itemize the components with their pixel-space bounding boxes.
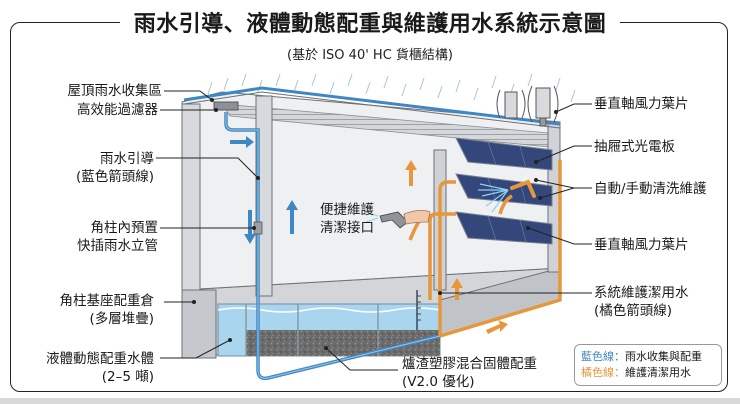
- label-text: (V2.0 優化): [402, 374, 475, 390]
- filter-box: [213, 101, 239, 111]
- label-roof-collection: 屋頂雨水收集區: [68, 82, 163, 100]
- label-filter: 高效能過濾器: [77, 101, 158, 119]
- legend-desc: 維護清潔用水: [625, 366, 691, 379]
- spray-gun-icon: [365, 210, 431, 229]
- orange-arrows: [405, 160, 508, 334]
- label-text: 角柱基座配重倉: [59, 293, 155, 309]
- bottom-strip: [0, 398, 740, 404]
- legend-desc: 雨水收集與配重: [625, 350, 702, 363]
- label-text: 快插雨水立管: [77, 238, 158, 254]
- page-title: 雨水引導、液體動態配重與維護用水系統示意圖: [119, 6, 621, 38]
- label-wind-turbine-mid: 垂直軸風力葉片: [594, 236, 689, 254]
- blue-arrows: [230, 136, 298, 244]
- label-text: (橘色箭頭線): [594, 303, 673, 319]
- label-slag-ballast: 爐渣塑膠混合固體配重 (V2.0 優化): [402, 355, 537, 391]
- legend-sep: ：: [614, 350, 625, 363]
- rain-streaks: [207, 73, 576, 103]
- label-text: 雨水引導: [100, 151, 154, 167]
- label-cleaning: 自動/手動清洗維護: [594, 180, 707, 198]
- label-text: (藍色箭頭線): [75, 169, 154, 185]
- legend-sep: ：: [614, 366, 625, 379]
- label-liquid-ballast: 液體動態配重水體 (2–5 噸): [46, 350, 154, 386]
- wind-turbine: [496, 85, 559, 127]
- label-text: 垂直軸風力葉片: [594, 96, 689, 112]
- page-subtitle: (基於 ISO 40' HC 貨櫃結構): [287, 48, 453, 63]
- label-text: (多層堆疊): [89, 311, 154, 327]
- label-text: 垂直軸風力葉片: [594, 237, 689, 253]
- label-wind-turbine-top: 垂直軸風力葉片: [594, 95, 689, 113]
- label-maintenance-port: 便捷維護 清潔接口: [320, 201, 374, 237]
- legend-key: 橘色線: [581, 366, 614, 379]
- label-text: 屋頂雨水收集區: [67, 83, 163, 99]
- leader-lines: [156, 90, 592, 371]
- legend: 藍色線：雨水收集與配重 橘色線：維護清潔用水: [574, 344, 722, 386]
- label-text: 爐渣塑膠混合固體配重: [402, 356, 537, 372]
- label-text: 角柱內預置: [90, 220, 159, 236]
- label-rain-guide: 雨水引導 (藍色箭頭線): [76, 150, 154, 186]
- label-text: 液體動態配重水體: [46, 351, 154, 367]
- orange-pipes: [408, 160, 562, 338]
- legend-key: 藍色線: [581, 350, 614, 363]
- label-text: (2–5 噸): [101, 369, 154, 385]
- title-wrap: 雨水引導、液體動態配重與維護用水系統示意圖: [0, 6, 740, 38]
- label-text: 高效能過濾器: [77, 102, 158, 118]
- label-text: 清潔接口: [320, 220, 374, 236]
- label-corner-pipe: 角柱內預置 快插雨水立管: [77, 219, 158, 255]
- label-text: 系統維護潔用水: [594, 285, 689, 301]
- spray-icon: [478, 183, 509, 213]
- label-maintenance-water: 系統維護潔用水 (橘色箭頭線): [594, 284, 689, 320]
- label-text: 便捷維護: [320, 202, 374, 218]
- label-text: 自動/手動清洗維護: [594, 181, 707, 197]
- label-text: 抽屜式光電板: [594, 139, 675, 155]
- label-base-tank: 角柱基座配重倉 (多層堆疊): [60, 292, 155, 328]
- legend-row-orange: 橘色線：維護清潔用水: [581, 365, 715, 381]
- label-drawer-pv: 抽屜式光電板: [594, 138, 675, 156]
- legend-row-blue: 藍色線：雨水收集與配重: [581, 349, 715, 365]
